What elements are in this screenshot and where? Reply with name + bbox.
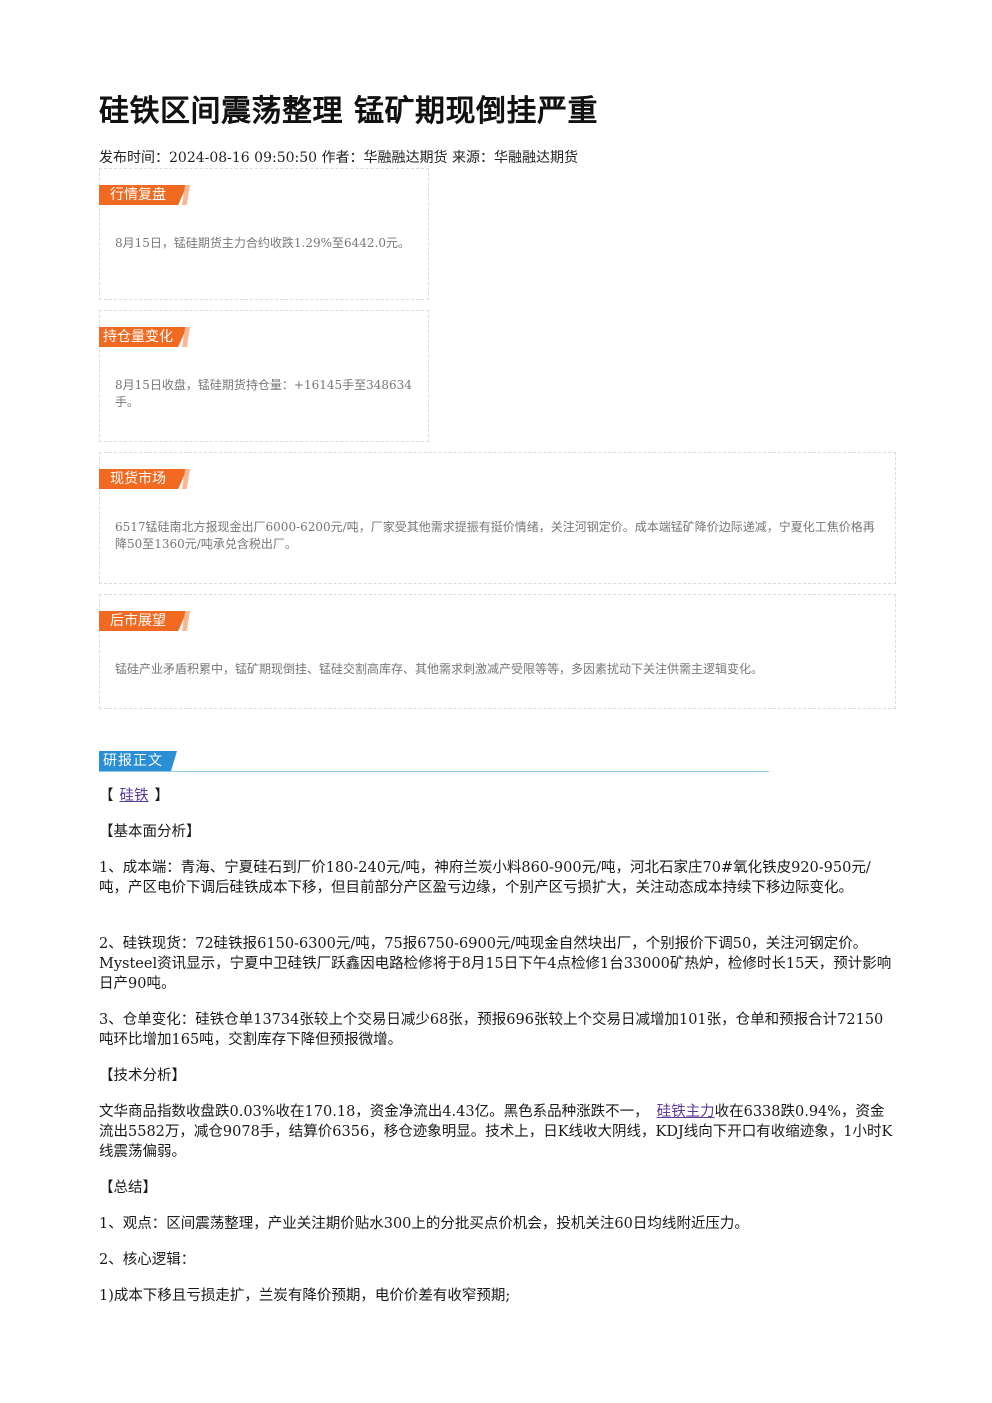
category-link-silicon-iron[interactable]: 硅铁 [119, 788, 149, 804]
summary-box-open-interest: 持仓量变化 8月15日收盘，锰硅期货持仓量：+16145手至348634手。 [99, 310, 429, 442]
link-silicon-iron-main[interactable]: 硅铁主力 [656, 1104, 715, 1120]
section-header: 研报正文 [99, 749, 769, 772]
paragraph-technical: 文华商品指数收盘跌0.03%收在170.18，资金净流出4.43亿。黑色系品种涨… [99, 1102, 894, 1162]
paragraph-view: 1、观点：区间震荡整理，产业关注期价贴水300上的分批买点价机会，投机关注60日… [99, 1216, 749, 1232]
summary-text: 锰硅产业矛盾积累中，锰矿期现倒挂、锰硅交割高库存、其他需求刺激减产受限等等，多因… [115, 662, 764, 676]
tag-accent [182, 611, 190, 631]
summary-text: 8月15日，锰硅期货主力合约收跌1.29%至6442.0元。 [115, 236, 411, 250]
paragraph-spot: 2、硅铁现货：72硅铁报6150-6300元/吨，75报6750-6900元/吨… [99, 936, 892, 992]
paragraph-logic-1: 1)成本下移且亏损走扩，兰炭有降价预期，电价价差有收窄预期; [99, 1288, 511, 1304]
tag-accent [182, 185, 190, 205]
technical-text-a: 文华商品指数收盘跌0.03%收在170.18，资金净流出4.43亿。黑色系品种涨… [99, 1104, 649, 1120]
bracket-close: 】 [154, 788, 170, 804]
summary-tag: 后市展望 [99, 611, 187, 631]
summary-box-review: 行情复盘 8月15日，锰硅期货主力合约收跌1.29%至6442.0元。 [99, 168, 429, 300]
bracket-open: 【 [99, 788, 114, 804]
summary-box-spot-market: 现货市场 6517锰硅南北方报现金出厂6000-6200元/吨，厂家受其他需求提… [99, 452, 896, 584]
summary-tag: 持仓量变化 [99, 327, 187, 347]
tag-accent [182, 327, 190, 347]
summary-heading: 【总结】 [99, 1180, 157, 1196]
technical-text-b: 收在6338跌0.94%，资金流出5582万，减仓9078手，结算价6356，移… [99, 1104, 893, 1160]
fundamental-heading: 【基本面分析】 [99, 824, 201, 840]
summary-tag: 现货市场 [99, 469, 187, 489]
tag-accent [182, 469, 190, 489]
paragraph-cost: 1、成本端：青海、宁夏硅石到厂价180-240元/吨，神府兰炭小料860-900… [99, 860, 871, 896]
article-title: 硅铁区间震荡整理 锰矿期现倒挂严重 [99, 94, 598, 129]
category-tag-line: 【硅铁】 [99, 786, 894, 806]
paragraph-core-logic: 2、核心逻辑： [99, 1252, 196, 1268]
summary-box-outlook: 后市展望 锰硅产业矛盾积累中，锰矿期现倒挂、锰硅交割高库存、其他需求刺激减产受限… [99, 594, 896, 709]
summary-text: 6517锰硅南北方报现金出厂6000-6200元/吨，厂家受其他需求提振有挺价情… [115, 520, 875, 551]
section-title: 研报正文 [99, 751, 177, 771]
paragraph-warehouse: 3、仓单变化：硅铁仓单13734张较上个交易日减少68张，预报696张较上个交易… [99, 1012, 884, 1048]
article-meta: 发布时间：2024-08-16 09:50:50 作者：华融融达期货 来源：华融… [99, 150, 578, 166]
summary-text: 8月15日收盘，锰硅期货持仓量：+16145手至348634手。 [115, 378, 412, 409]
technical-heading: 【技术分析】 [99, 1068, 186, 1084]
summary-tag: 行情复盘 [99, 185, 187, 205]
